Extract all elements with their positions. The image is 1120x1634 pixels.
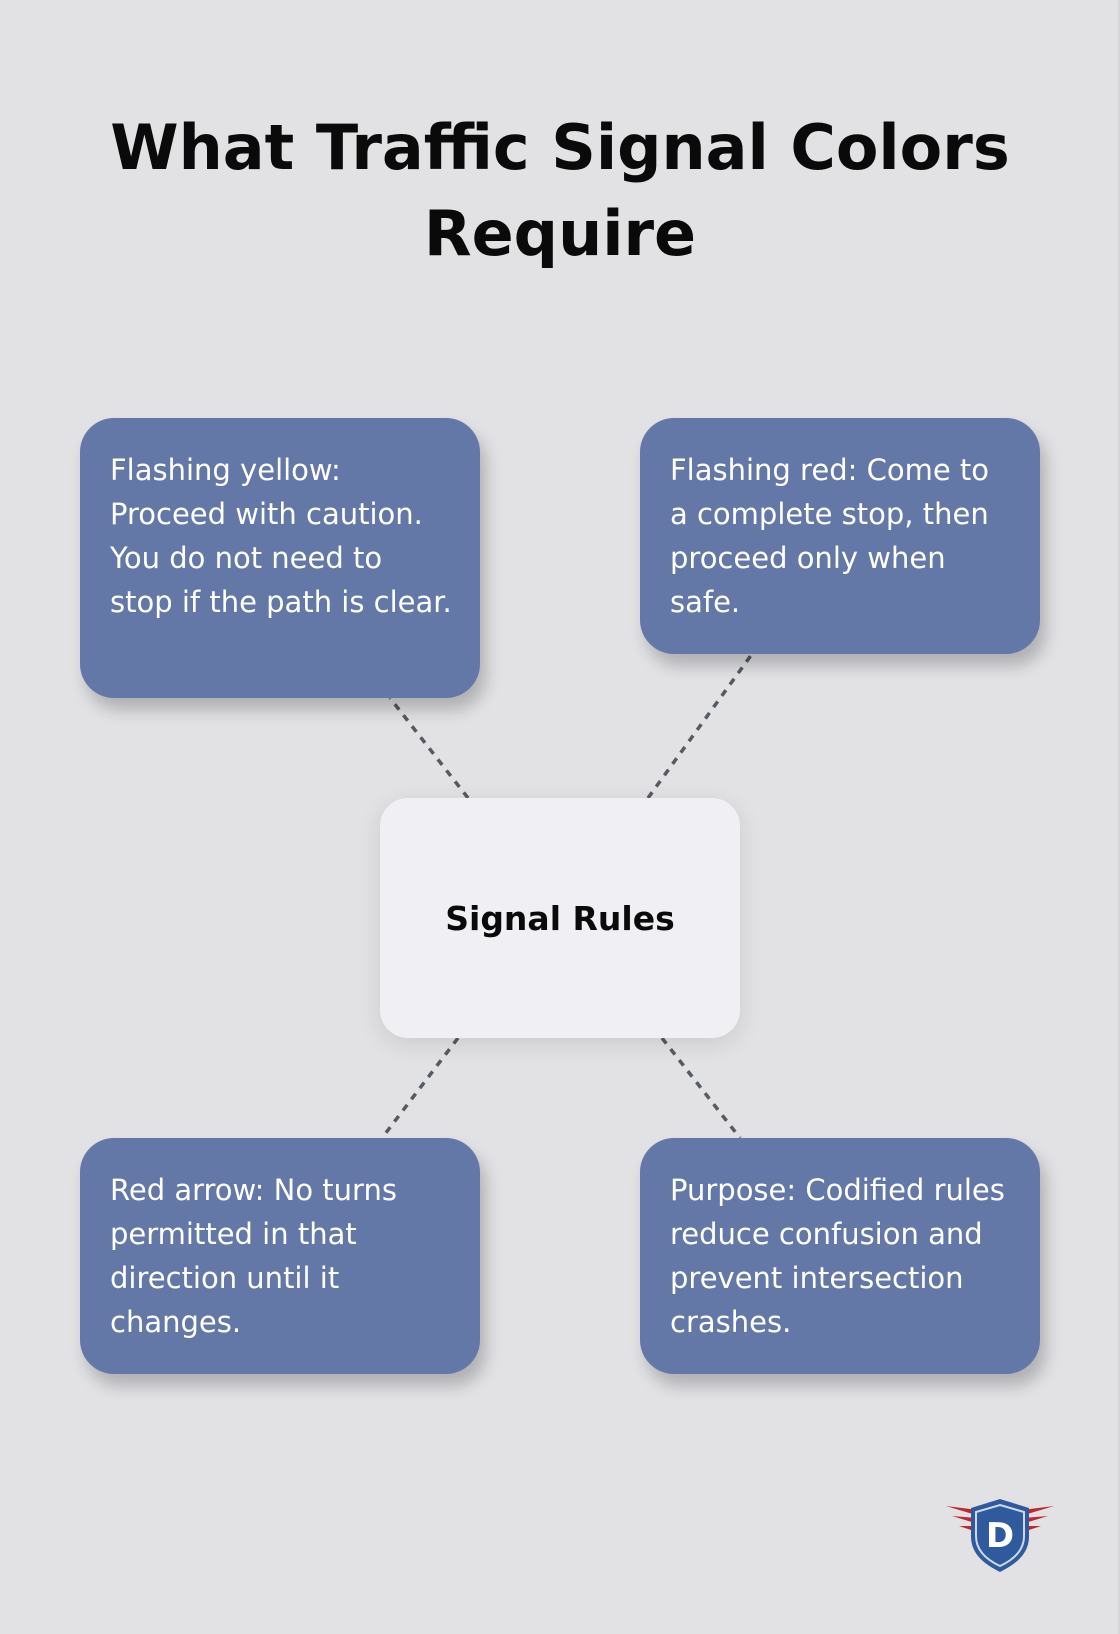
connector-hub-to-red-arrow (380, 1036, 460, 1140)
card-purpose: Purpose: Codified rules reduce confusion… (640, 1138, 1040, 1374)
winged-shield-icon: D (946, 1499, 1054, 1572)
card-red-arrow: Red arrow: No turns permitted in that di… (80, 1138, 480, 1374)
connector-hub-to-purpose (660, 1036, 742, 1140)
connector-hub-to-flashing-yellow (388, 696, 470, 800)
page-edge (1118, 0, 1120, 1634)
logo-shield (971, 1499, 1029, 1572)
hub-node: Signal Rules (380, 798, 740, 1038)
hub-label: Signal Rules (445, 898, 675, 938)
page-title: What Traffic Signal Colors Require (110, 111, 1010, 270)
card-flashing-red: Flashing red: Come to a complete stop, t… (640, 418, 1040, 654)
connector-hub-to-flashing-red (646, 652, 754, 800)
card-flashing-yellow: Flashing yellow: Proceed with caution. Y… (80, 418, 480, 698)
logo-letter: D (986, 1516, 1014, 1556)
